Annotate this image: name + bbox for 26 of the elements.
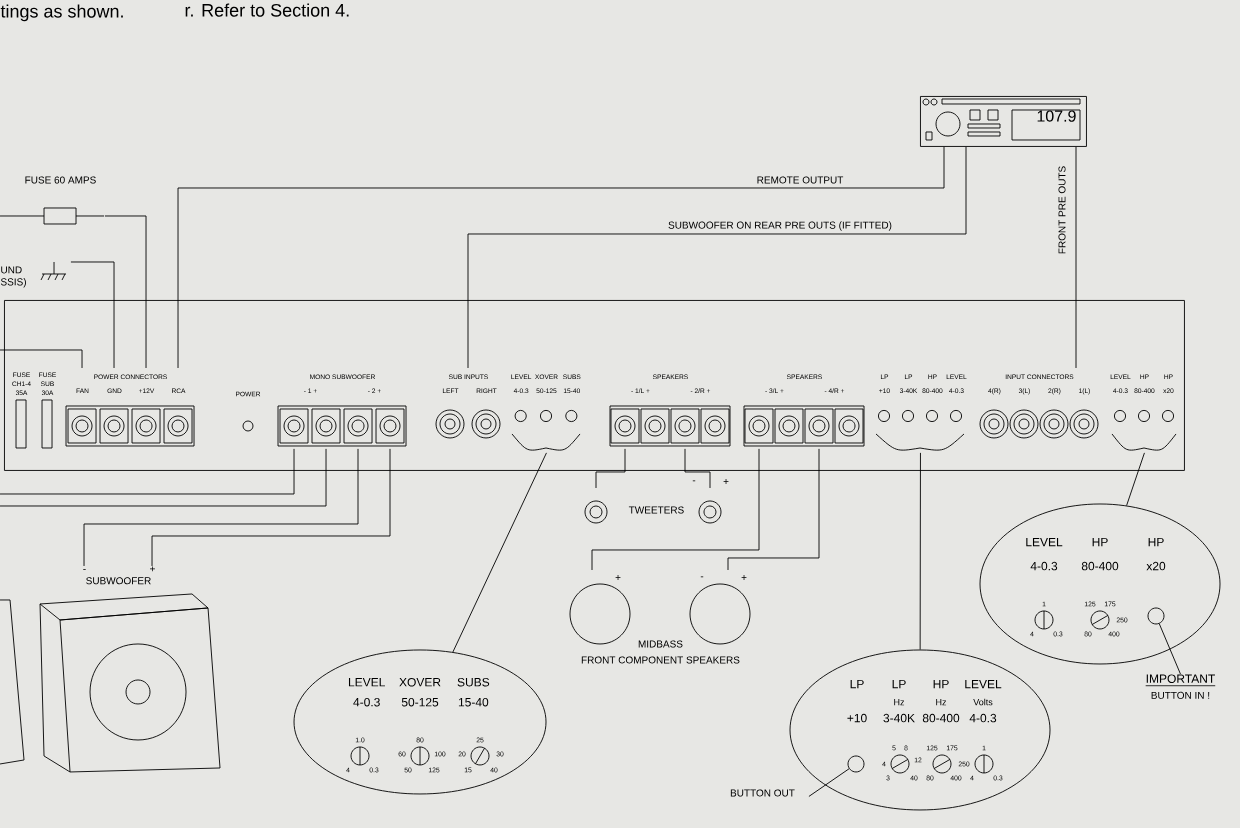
wire [70, 261, 115, 369]
leader-line [919, 452, 921, 650]
leader-line [1126, 452, 1145, 506]
wire [595, 448, 626, 489]
amplifier-panel [4, 300, 1185, 471]
button-icon [847, 755, 865, 773]
wire [684, 448, 711, 489]
leader-line [452, 452, 547, 653]
wire [467, 146, 967, 369]
wire [83, 448, 359, 567]
wire [727, 448, 820, 571]
wire [0, 349, 83, 369]
wire [151, 448, 391, 567]
head-unit: 107.9 [920, 96, 1087, 147]
wire [104, 215, 147, 369]
wire [591, 448, 760, 571]
button-icon [1147, 607, 1165, 625]
leader-line [808, 768, 850, 797]
wire [0, 448, 295, 495]
leader-line [1158, 623, 1181, 675]
wire [0, 215, 17, 217]
instruction-text: r. Refer to Section 4. [185, 3, 349, 17]
instruction-text: tings as shown. [0, 4, 123, 22]
wire [0, 448, 327, 507]
wire [1075, 146, 1077, 369]
wire [177, 146, 945, 369]
